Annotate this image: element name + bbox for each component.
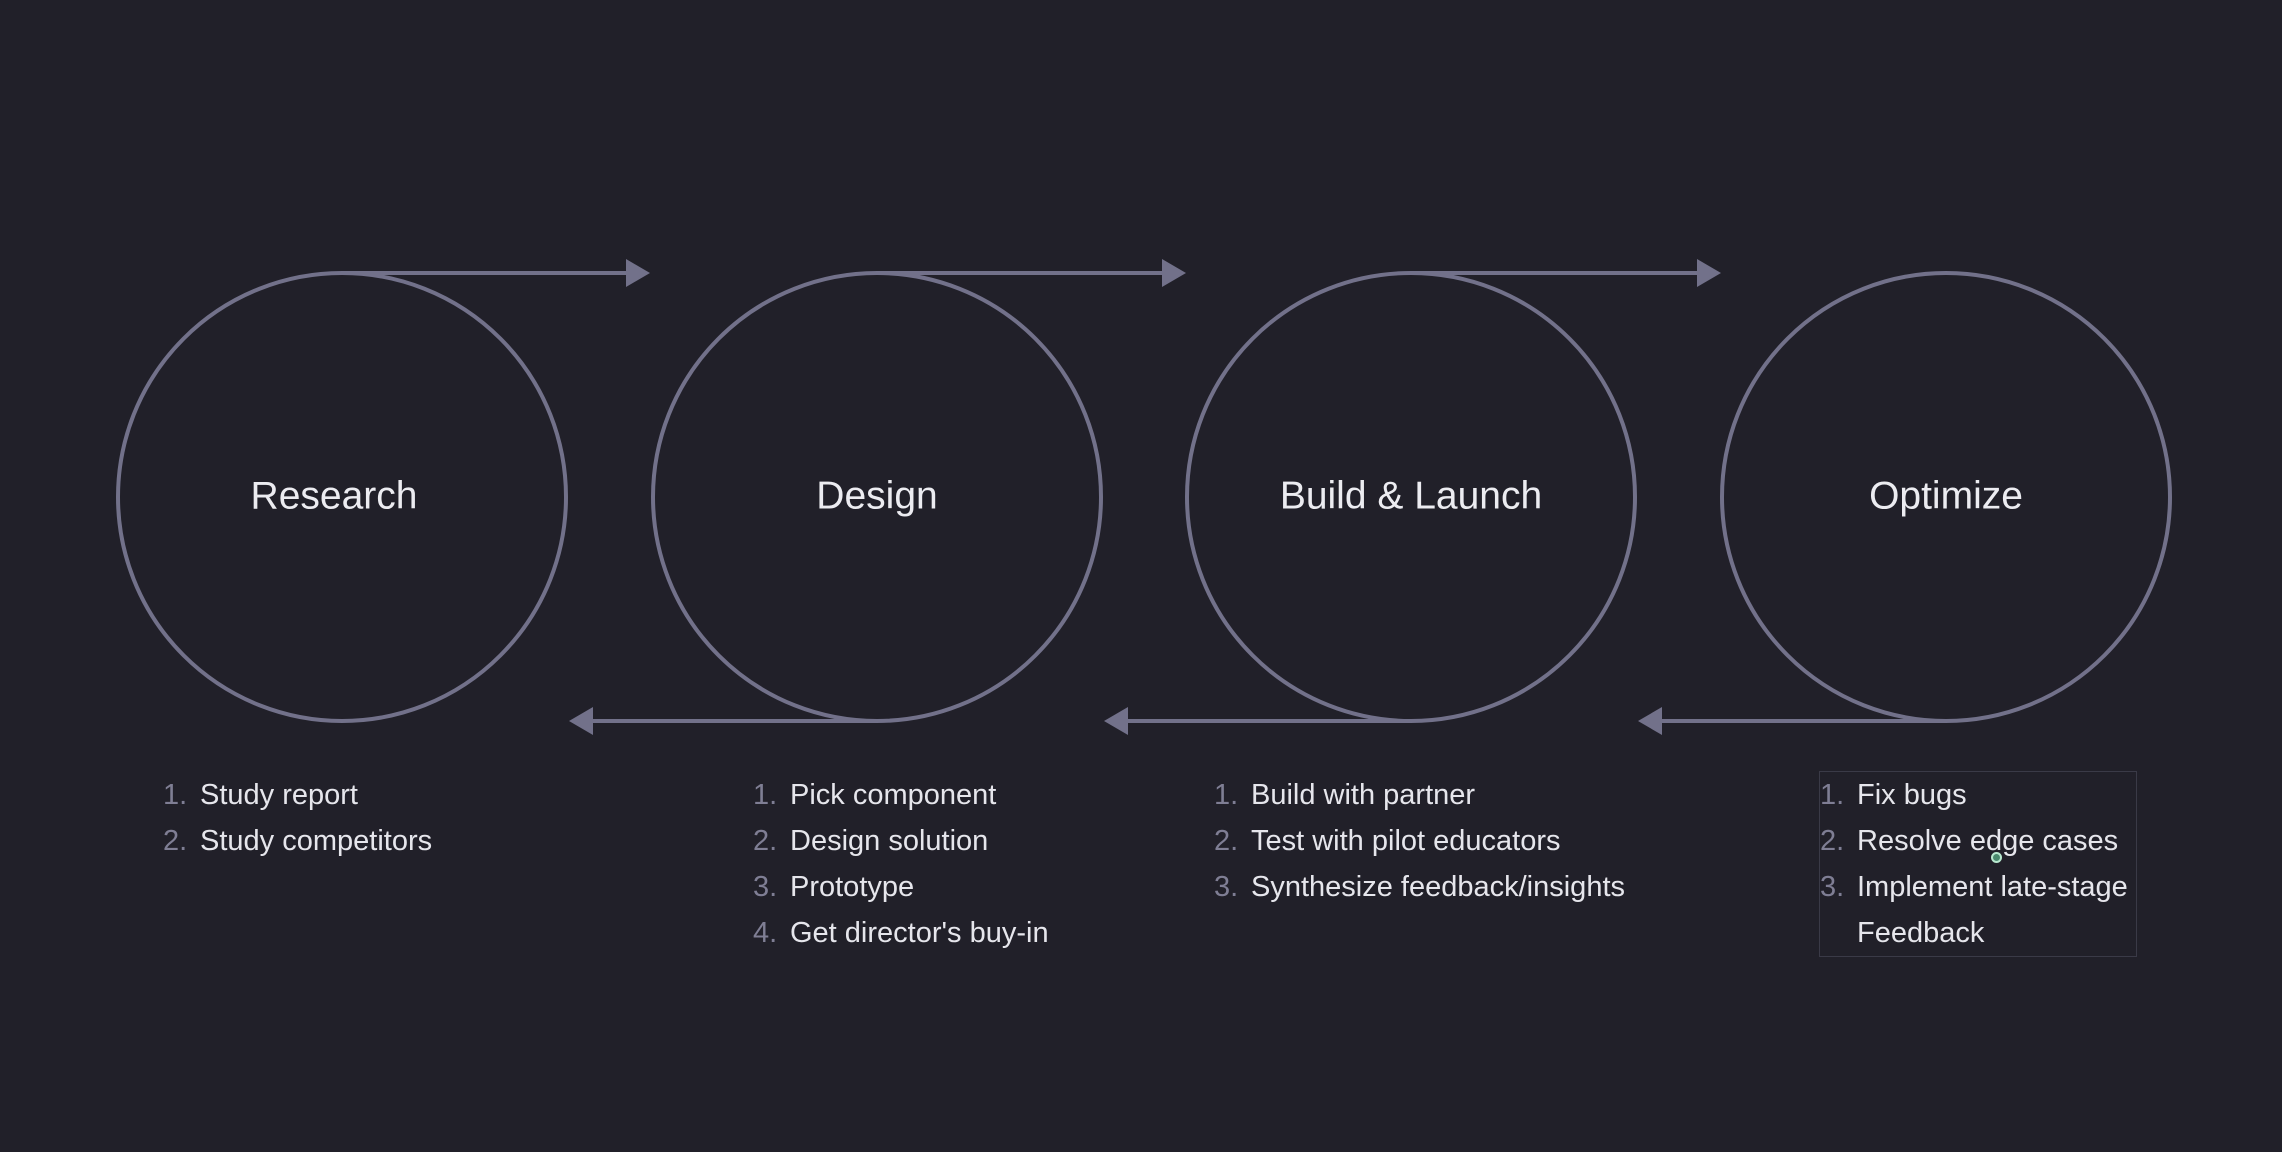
stage-research-label: Research [251,474,418,517]
stage-build-launch[interactable]: Build & Launch [1185,271,1637,723]
selection-handle[interactable] [1991,852,2002,863]
arrow-left-icon [569,707,593,735]
list-item: 1. Study report [163,772,432,818]
list-item-number: 2. [163,825,188,857]
list-item-number: 3. [1820,871,1845,903]
optimize-task-list[interactable]: 1. Fix bugs 2. Resolve edge cases 3. Implem… [1819,771,2137,957]
list-item-number: 2. [1214,825,1239,857]
list-item: 2. Design solution [753,818,1049,864]
back-arrow-design-to-research[interactable] [569,707,877,735]
research-task-list[interactable]: 1. Study report 2. Study competitors [163,772,432,864]
list-item-text: Prototype [790,871,915,903]
list-item: 1. Fix bugs [1820,772,2136,818]
list-item: 2. Resolve edge cases [1820,818,2136,864]
arrow-left-icon [1638,707,1662,735]
arrow-right-icon [1162,259,1186,287]
list-item: 4. Get director's buy-in [753,910,1049,956]
list-item-number: 1. [163,779,188,811]
stage-design[interactable]: Design [651,271,1103,723]
stage-optimize-label: Optimize [1869,474,2023,517]
forward-arrow-build-to-optimize[interactable] [1411,259,1721,287]
list-item-text: Implement late-stage Feedback [1857,871,2128,949]
list-item-text: Resolve edge cases [1857,825,2119,857]
list-item-number: 2. [753,825,778,857]
forward-arrow-design-to-build[interactable] [877,259,1186,287]
list-item-text: Build with partner [1251,779,1476,811]
list-item-text: Pick component [790,779,997,811]
list-item-number: 4. [753,917,778,949]
build-launch-task-list[interactable]: 1. Build with partner 2. Test with pilot e… [1214,772,1625,910]
arrow-right-icon [1697,259,1721,287]
list-item-number: 2. [1820,825,1845,857]
stage-design-label: Design [816,474,937,517]
list-item-text: Study report [200,779,358,811]
list-item: 3. Prototype [753,864,1049,910]
list-item-number: 3. [753,871,778,903]
back-arrow-optimize-to-build[interactable] [1638,707,1946,735]
stage-build-launch-label: Build & Launch [1280,474,1542,517]
arrow-right-icon [626,259,650,287]
list-item-number: 1. [1214,779,1239,811]
list-item-number: 3. [1214,871,1239,903]
list-item-text: Get director's buy-in [790,917,1049,949]
stage-research[interactable]: Research [116,271,568,723]
list-item-number: 1. [753,779,778,811]
list-item: 1. Build with partner [1214,772,1625,818]
back-arrow-build-to-design[interactable] [1104,707,1411,735]
list-item: 3. Implement late-stage Feedback [1820,864,2136,956]
list-item: 2. Study competitors [163,818,432,864]
list-item-text: Test with pilot educators [1251,825,1561,857]
list-item: 1. Pick component [753,772,1049,818]
list-item-text: Design solution [790,825,989,857]
list-item: 2. Test with pilot educators [1214,818,1625,864]
arrow-left-icon [1104,707,1128,735]
stage-optimize[interactable]: Optimize [1720,271,2172,723]
design-task-list[interactable]: 1. Pick component 2. Design solution 3. Pro… [753,772,1049,956]
list-item-text: Fix bugs [1857,779,1967,811]
list-item: 3. Synthesize feedback/insights [1214,864,1625,910]
list-item-number: 1. [1820,779,1845,811]
list-item-text: Study competitors [200,825,433,857]
list-item-text: Synthesize feedback/insights [1251,871,1625,903]
forward-arrow-research-to-design[interactable] [342,259,650,287]
